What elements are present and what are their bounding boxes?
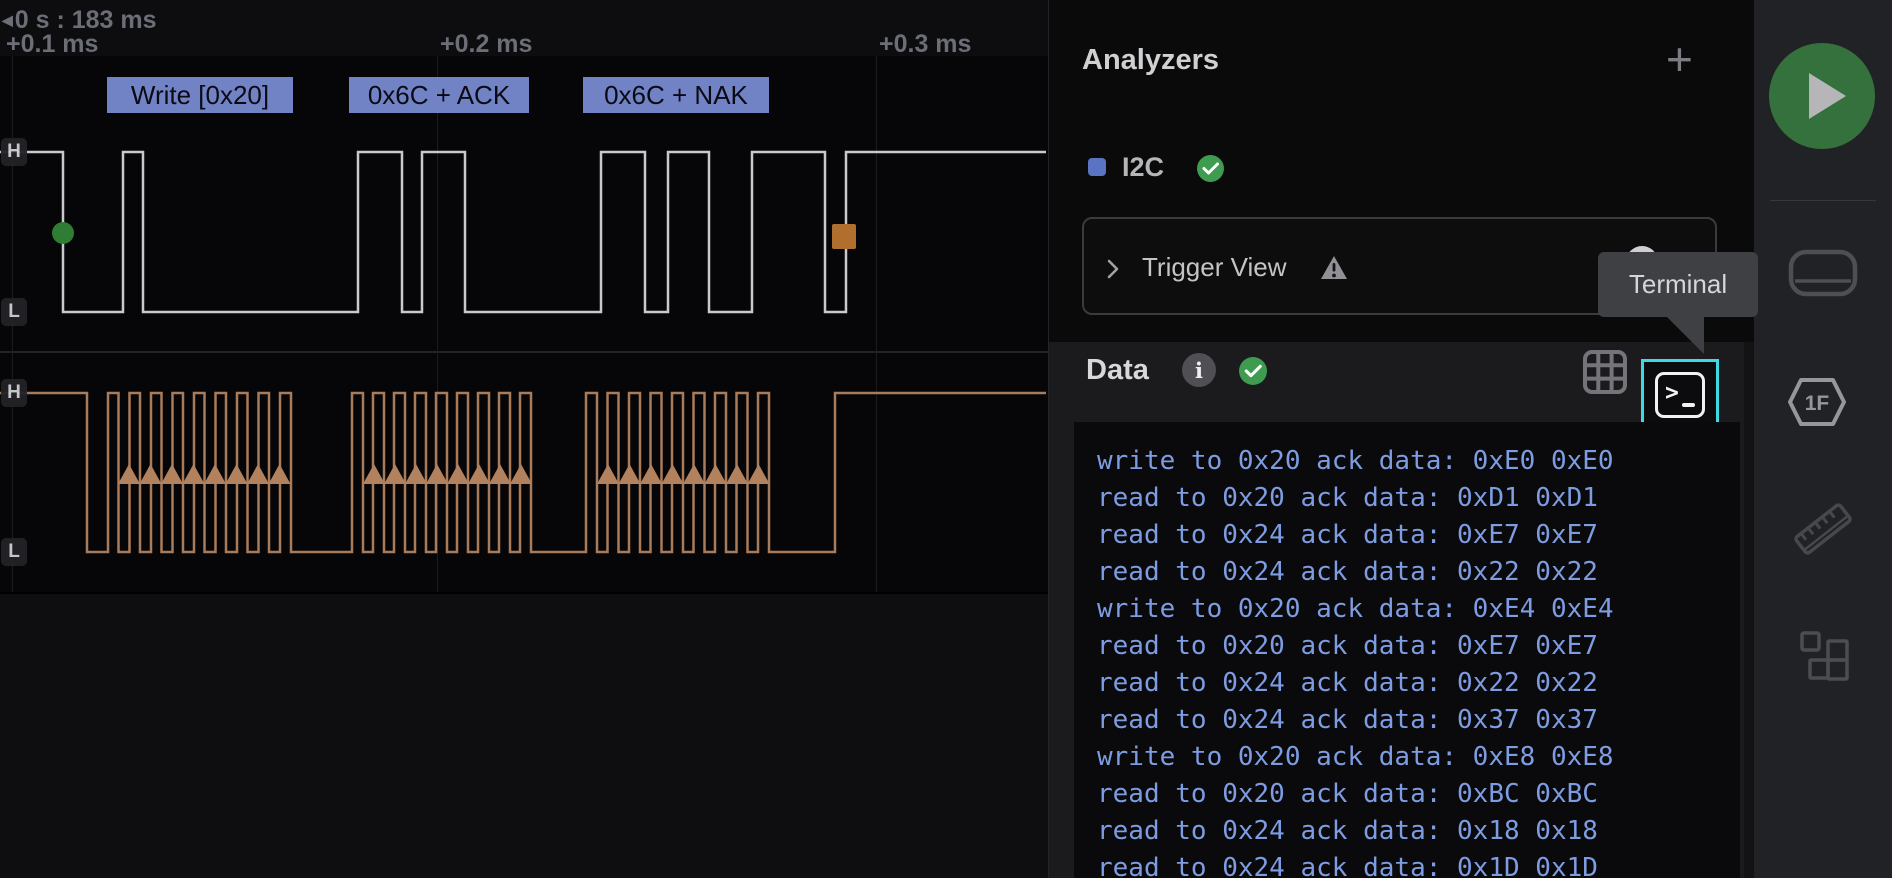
ruler-icon bbox=[1794, 503, 1852, 555]
bit-marker-triangle bbox=[247, 464, 269, 484]
level-badge-low: L bbox=[1, 538, 27, 566]
terminal-cursor-glyph bbox=[1682, 403, 1695, 407]
terminal-lines: write to 0x20 ack data: 0xE0 0xE0 read to… bbox=[1074, 422, 1740, 878]
grid-icon bbox=[1583, 350, 1627, 394]
terminal-prompt-glyph: > bbox=[1665, 380, 1679, 406]
i2c-start-marker bbox=[52, 222, 74, 244]
terminal-icon: > bbox=[1655, 372, 1705, 418]
bit-marker-triangle bbox=[640, 464, 662, 484]
timeline-anchor: ◀ 0 s : 183 ms bbox=[2, 6, 157, 35]
checkmark-icon bbox=[1202, 162, 1219, 175]
layout-blocks-icon bbox=[1800, 631, 1849, 681]
timeline-gridline bbox=[876, 56, 877, 592]
terminal-tooltip: Terminal bbox=[1598, 252, 1758, 317]
level-badge-low: L bbox=[1, 298, 27, 326]
toolbar-divider bbox=[1770, 200, 1876, 201]
bit-marker-triangle bbox=[204, 464, 226, 484]
start-capture-button[interactable] bbox=[1769, 43, 1875, 149]
i2c-frame-label: Write [0x20] bbox=[107, 77, 293, 113]
analyzers-title: Analyzers bbox=[1082, 44, 1220, 76]
table-view-button[interactable] bbox=[1582, 349, 1628, 395]
bit-marker-triangle bbox=[161, 464, 183, 484]
bit-marker-triangle bbox=[661, 464, 684, 484]
trigger-view-label: Trigger View bbox=[1142, 252, 1287, 282]
timeline-ruler[interactable]: ◀ 0 s : 183 ms +0.1 ms +0.2 ms +0.3 ms bbox=[0, 0, 1048, 58]
terminal-line: read to 0x24 ack data: 0x18 0x18 bbox=[1097, 816, 1598, 846]
data-section: Data i > write to 0x20 ack data: 0xE0 0x… bbox=[1049, 342, 1744, 878]
bit-marker-triangle bbox=[447, 464, 469, 484]
waveform-canvas[interactable]: Write [0x20] 0x6C + ACK 0x6C + NAK H L H L bbox=[0, 56, 1048, 594]
bit-marker-triangle bbox=[510, 464, 532, 484]
timeline-tick-label: +0.3 ms bbox=[879, 30, 972, 58]
terminal-line: read to 0x24 ack data: 0x37 0x37 bbox=[1097, 705, 1598, 735]
bit-marker-triangle bbox=[139, 464, 162, 484]
i2c-frame-label: 0x6C + ACK bbox=[349, 77, 529, 113]
channel-0-trace bbox=[0, 150, 1046, 314]
bit-marker-triangle bbox=[118, 464, 140, 484]
bit-marker-triangle bbox=[426, 464, 448, 484]
data-success-icon bbox=[1239, 357, 1267, 385]
terminal-output[interactable]: write to 0x20 ack data: 0xE0 0xE0 read to… bbox=[1074, 422, 1740, 878]
timeline-anchor-label: 0 s : 183 ms bbox=[14, 6, 157, 34]
bit-marker-triangle bbox=[405, 464, 427, 484]
warning-icon bbox=[1319, 254, 1349, 286]
data-title: Data bbox=[1086, 354, 1149, 386]
terminal-line: read to 0x24 ack data: 0x1D 0x1D bbox=[1097, 853, 1598, 878]
bit-marker-triangle bbox=[597, 464, 619, 484]
bit-marker-triangle bbox=[683, 464, 705, 484]
terminal-line: write to 0x20 ack data: 0xE4 0xE4 bbox=[1097, 594, 1614, 624]
bit-marker-triangle bbox=[726, 464, 748, 484]
layout-button[interactable] bbox=[1795, 628, 1855, 693]
device-id-hexagon-icon: 1F bbox=[1788, 378, 1846, 426]
terminal-line: write to 0x20 ack data: 0xE0 0xE0 bbox=[1097, 446, 1614, 476]
waveform-empty-space bbox=[0, 594, 1048, 878]
bit-marker-triangle bbox=[618, 464, 641, 484]
play-icon bbox=[1808, 73, 1846, 119]
device-id-button[interactable]: 1F bbox=[1787, 376, 1847, 433]
terminal-line: read to 0x24 ack data: 0xE7 0xE7 bbox=[1097, 520, 1598, 550]
waveform-traces bbox=[0, 150, 1046, 554]
tooltip-tail bbox=[1650, 314, 1706, 361]
add-analyzer-button[interactable]: + bbox=[1666, 33, 1693, 85]
channel-divider bbox=[0, 351, 1048, 353]
bit-marker-triangle bbox=[468, 464, 490, 484]
panel-scrollbar-gutter[interactable] bbox=[1744, 342, 1754, 878]
waveform-panel: ◀ 0 s : 183 ms +0.1 ms +0.2 ms +0.3 ms Wri… bbox=[0, 0, 1049, 878]
info-icon[interactable]: i bbox=[1182, 353, 1216, 387]
terminal-line: write to 0x20 ack data: 0xE8 0xE8 bbox=[1097, 742, 1614, 772]
bit-marker-triangle bbox=[363, 464, 385, 484]
device-badge-text: 1F bbox=[1805, 392, 1830, 415]
terminal-line: read to 0x24 ack data: 0x22 0x22 bbox=[1097, 668, 1598, 698]
i2c-color-swatch bbox=[1088, 158, 1106, 176]
terminal-line: read to 0x24 ack data: 0x22 0x22 bbox=[1097, 557, 1598, 587]
chevron-right-icon[interactable] bbox=[1106, 258, 1120, 285]
bit-marker-triangle bbox=[384, 464, 406, 484]
bit-marker-triangle bbox=[225, 464, 248, 484]
i2c-stop-marker bbox=[832, 224, 856, 249]
bit-marker-triangle bbox=[704, 464, 727, 484]
timeline-gridline bbox=[437, 56, 438, 592]
right-toolbar: 1F bbox=[1754, 0, 1892, 878]
terminal-line: read to 0x20 ack data: 0xD1 0xD1 bbox=[1097, 483, 1598, 513]
analyzer-item-i2c[interactable]: I2C bbox=[1122, 152, 1165, 182]
device-icon bbox=[1788, 249, 1858, 297]
anchor-arrow-icon: ◀ bbox=[2, 12, 13, 28]
bit-marker-triangle bbox=[182, 464, 205, 484]
timeline-tick-label: +0.1 ms bbox=[6, 30, 99, 58]
channel-1-trace bbox=[0, 391, 1046, 554]
i2c-frame-label: 0x6C + NAK bbox=[583, 77, 769, 113]
i2c-success-icon bbox=[1197, 155, 1224, 182]
level-badge-high: H bbox=[1, 138, 27, 166]
timeline-tick-label: +0.2 ms bbox=[440, 30, 533, 58]
terminal-line: read to 0x20 ack data: 0xBC 0xBC bbox=[1097, 779, 1598, 809]
measure-button[interactable] bbox=[1794, 500, 1852, 563]
bit-marker-triangle bbox=[489, 464, 511, 484]
terminal-line: read to 0x20 ack data: 0xE7 0xE7 bbox=[1097, 631, 1598, 661]
level-badge-high: H bbox=[1, 379, 27, 407]
bit-marker-triangle bbox=[268, 464, 291, 484]
terminal-view-button[interactable]: > bbox=[1641, 359, 1719, 431]
bit-marker-triangle bbox=[747, 464, 770, 484]
device-button[interactable] bbox=[1788, 248, 1858, 303]
